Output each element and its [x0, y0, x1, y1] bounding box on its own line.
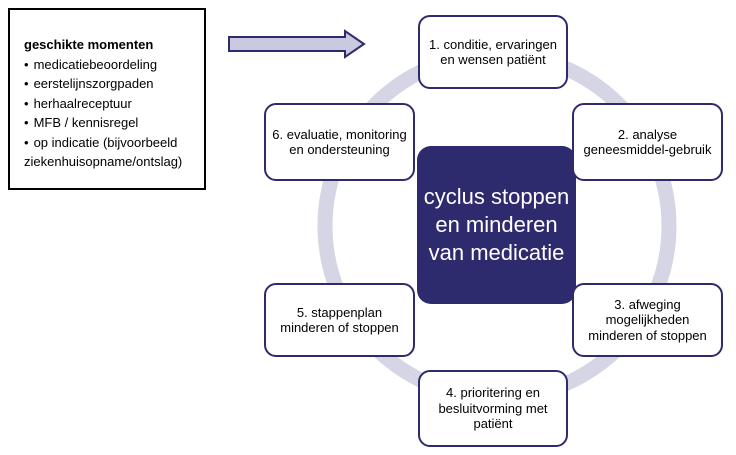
legend-item: eerstelijnszorgpaden: [24, 74, 196, 94]
step-4-label: 4. prioritering en besluitvorming met pa…: [438, 385, 548, 432]
legend-box: geschikte momenten medicatiebeoordeling …: [8, 8, 206, 190]
step-3-box: 3. afweging mogelijkheden minderen of st…: [572, 283, 723, 357]
legend-title: geschikte momenten: [24, 37, 154, 52]
legend-item: herhaalreceptuur: [24, 94, 196, 114]
cycle-center-label: cyclus stoppen en minderen van medicatie: [417, 146, 576, 304]
legend-item: MFB / kennisregel: [24, 113, 196, 133]
step-1-box: 1. conditie, ervaringen en wensen patiën…: [418, 15, 568, 89]
step-1-label: 1. conditie, ervaringen en wensen patiën…: [429, 36, 557, 68]
legend-list: medicatiebeoordeling eerstelijnszorgpade…: [24, 55, 196, 172]
step-2-label: 2. analyse geneesmiddel-gebruik: [583, 126, 712, 158]
legend-item-continuation: ziekenhuisopname/ontslag): [24, 154, 183, 169]
step-6-label: 6. evaluatie, monitoring en ondersteunin…: [272, 126, 407, 158]
step-4-box: 4. prioritering en besluitvorming met pa…: [418, 370, 568, 447]
step-3-label: 3. afweging mogelijkheden minderen of st…: [588, 296, 707, 343]
step-2-box: 2. analyse geneesmiddel-gebruik: [572, 103, 723, 181]
step-5-box: 5. stappenplan minderen of stoppen: [264, 283, 415, 357]
legend-item: op indicatie (bijvoorbeeld: [24, 133, 196, 153]
step-5-label: 5. stappenplan minderen of stoppen: [280, 304, 399, 336]
step-6-box: 6. evaluatie, monitoring en ondersteunin…: [264, 103, 415, 181]
legend-item: medicatiebeoordeling: [24, 55, 196, 75]
